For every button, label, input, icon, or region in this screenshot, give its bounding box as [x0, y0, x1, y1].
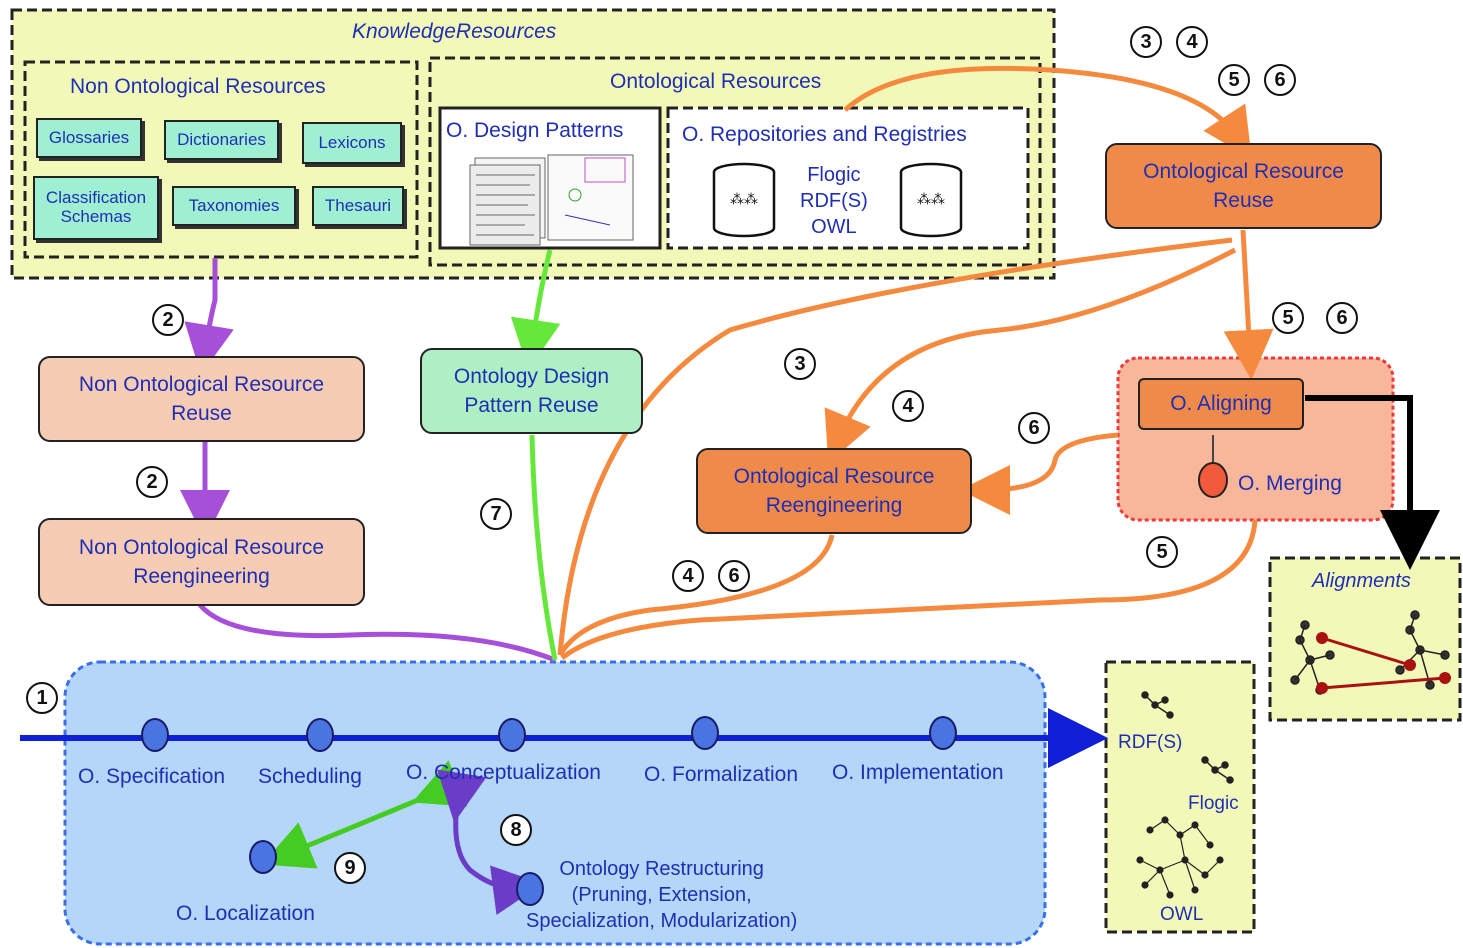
step-marker-3: 3: [1130, 26, 1162, 58]
formats-panel-bg: [1104, 660, 1256, 934]
note-glossaries: Glossaries: [36, 118, 142, 158]
arrow-conceptualization-localization: [261, 760, 468, 869]
note-lexicons: Lexicons: [302, 122, 402, 164]
aligning-box[interactable]: O. Aligning: [1138, 378, 1304, 430]
stage-label-conceptualization: O. Conceptualization: [406, 761, 601, 784]
alignments-label: Alignments: [1312, 570, 1411, 592]
rdfs-graph-icon: [1141, 691, 1174, 719]
step-marker-7: 7: [480, 498, 512, 530]
stage-dot-implementation[interactable]: [929, 716, 957, 750]
repositories-title: O. Repositories and Registries: [682, 123, 967, 146]
step-marker-3: 3: [784, 348, 816, 380]
non-ontological-reuse-box[interactable]: Non Ontological Resource Reuse: [38, 356, 365, 442]
knowledge-resources-title: KnowledgeResources: [352, 20, 557, 43]
arrow-odpreuse-to-lane: [529, 434, 558, 661]
rdfs-label: RDF(S): [1118, 732, 1183, 753]
step-marker-6: 6: [1018, 412, 1050, 444]
step-marker-4: 4: [672, 560, 704, 592]
note-taxonomies: Taxonomies: [172, 186, 296, 226]
database-icon: ⁂⁂: [899, 162, 963, 238]
merging-node-icon: [1198, 462, 1228, 498]
arrow-nor-to-reuse: [184, 258, 234, 375]
stage-label-implementation: O. Implementation: [832, 761, 1004, 784]
svg-text:⁂⁂: ⁂⁂: [730, 192, 758, 208]
step-marker-8: 8: [500, 814, 532, 846]
arrow-aligning-to-orreeng: [960, 432, 1119, 515]
stage-label-scheduling: Scheduling: [258, 765, 362, 788]
stage-dot-formalization[interactable]: [691, 716, 719, 750]
localization-label: O. Localization: [176, 902, 315, 925]
design-pattern-docs-icon: [469, 154, 634, 246]
arrow-odp-to-odpreuse: [510, 249, 561, 370]
arrow-aligning-to-lane: [560, 519, 1258, 660]
owl-graph-icon: [1136, 816, 1224, 899]
ontological-resource-reuse-box[interactable]: Ontological Resource Reuse: [1105, 143, 1382, 229]
stage-dot-restructuring[interactable]: [516, 872, 544, 906]
stage-dot-scheduling[interactable]: [306, 718, 334, 752]
arrow-orreuse-to-aligning: [1223, 229, 1274, 380]
ontology-design-pattern-reuse-box[interactable]: Ontology Design Pattern Reuse: [420, 348, 643, 434]
design-patterns-title: O. Design Patterns: [446, 119, 624, 142]
stage-dot-conceptualization[interactable]: [498, 718, 526, 752]
stage-dot-specification[interactable]: [141, 718, 169, 752]
step-marker-5: 5: [1272, 302, 1304, 334]
step-marker-6: 6: [1326, 302, 1358, 334]
arrow-conceptualization-restructuring: [437, 769, 543, 916]
ontological-title: Ontological Resources: [610, 70, 822, 93]
step-marker-4: 4: [1176, 26, 1208, 58]
stage-dot-localization[interactable]: [249, 840, 277, 874]
note-thesauri: Thesauri: [312, 186, 404, 226]
flogic-output-label: Flogic: [1188, 793, 1239, 814]
svg-text:⁂⁂: ⁂⁂: [917, 192, 945, 208]
step-marker-2: 2: [136, 466, 168, 498]
arrow-orreuse-to-orreeng: [824, 247, 1237, 464]
step-marker-5: 5: [1146, 536, 1178, 568]
non-ontological-title: Non Ontological Resources: [70, 75, 326, 98]
owl-label: OWL: [1160, 904, 1204, 925]
non-ontological-reengineering-box[interactable]: Non Ontological Resource Reengineering: [38, 518, 365, 606]
stage-label-specification: O. Specification: [78, 765, 226, 788]
note-dictionaries: Dictionaries: [164, 120, 279, 160]
restructuring-label: Ontology Restructuring (Pruning, Extensi…: [526, 858, 798, 932]
step-marker-2: 2: [152, 304, 184, 336]
stage-label-formalization: O. Formalization: [644, 763, 799, 786]
flogic-graph-icon: [1201, 756, 1234, 784]
arrow-repos-to-orreuse: [843, 65, 1252, 159]
database-icon: ⁂⁂: [712, 162, 776, 238]
arrow-aligning-to-alignments: [1305, 395, 1440, 570]
step-marker-1: 1: [26, 682, 58, 714]
arrow-orreeng-to-lane: [557, 534, 835, 657]
step-marker-4: 4: [892, 390, 924, 422]
ontological-resource-reengineering-box[interactable]: Ontological Resource Reengineering: [696, 448, 972, 534]
step-marker-6: 6: [718, 560, 750, 592]
step-marker-6: 6: [1264, 64, 1296, 96]
step-marker-9: 9: [334, 852, 366, 884]
merging-label: O. Merging: [1238, 472, 1342, 495]
arrow-reeng-to-lane: [198, 603, 556, 663]
formats-label: Flogic RDF(S) OWL: [800, 164, 868, 238]
arrow-orreuse-to-lane: [557, 237, 1233, 656]
step-marker-5: 5: [1218, 64, 1250, 96]
note-classification-schemas: Classification Schemas: [33, 176, 159, 240]
